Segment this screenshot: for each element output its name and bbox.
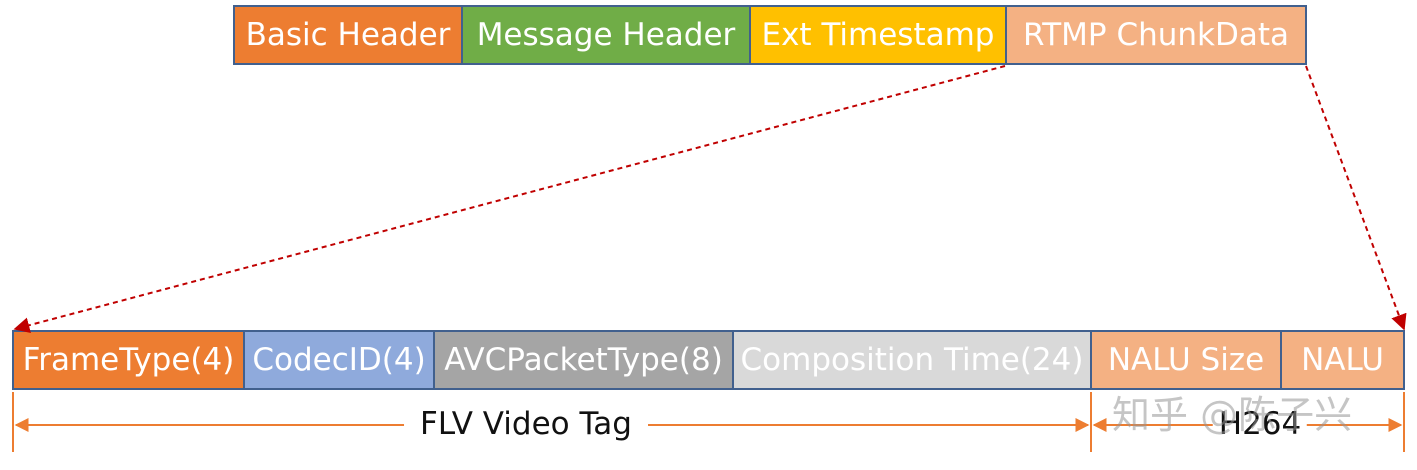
h264-label: H264 — [1212, 406, 1308, 442]
chunkdata-right-connector — [1305, 65, 1407, 331]
ext-timestamp-label: Ext Timestamp — [761, 17, 995, 53]
ext-timestamp-field: Ext Timestamp — [749, 5, 1007, 65]
codecid-field: CodecID(4) — [243, 330, 435, 390]
composition-time-label: Composition Time(24) — [740, 342, 1084, 378]
frametype-field: FrameType(4) — [12, 330, 245, 390]
rtmp-chunkdata-label: RTMP ChunkData — [1022, 17, 1290, 53]
avcpackettype-label: AVCPacketType(8) — [444, 342, 723, 378]
flv-video-tag-label: FLV Video Tag — [404, 406, 648, 442]
nalu-size-label: NALU Size — [1107, 342, 1265, 378]
nalu-field: NALU — [1280, 330, 1405, 390]
rtmp-chunkdata-field: RTMP ChunkData — [1005, 5, 1307, 65]
composition-time-field: Composition Time(24) — [732, 330, 1092, 390]
frametype-label: FrameType(4) — [22, 342, 235, 378]
basic-header-label: Basic Header — [245, 17, 451, 53]
basic-header-field: Basic Header — [233, 5, 463, 65]
codecid-label: CodecID(4) — [252, 342, 426, 378]
chunkdata-left-connector — [13, 65, 1006, 334]
message-header-field: Message Header — [461, 5, 751, 65]
nalu-size-field: NALU Size — [1090, 330, 1282, 390]
avcpackettype-field: AVCPacketType(8) — [433, 330, 734, 390]
nalu-label: NALU — [1301, 342, 1384, 378]
message-header-label: Message Header — [476, 17, 736, 53]
watermark-text: 知乎 @陈子兴 — [1112, 393, 1353, 437]
